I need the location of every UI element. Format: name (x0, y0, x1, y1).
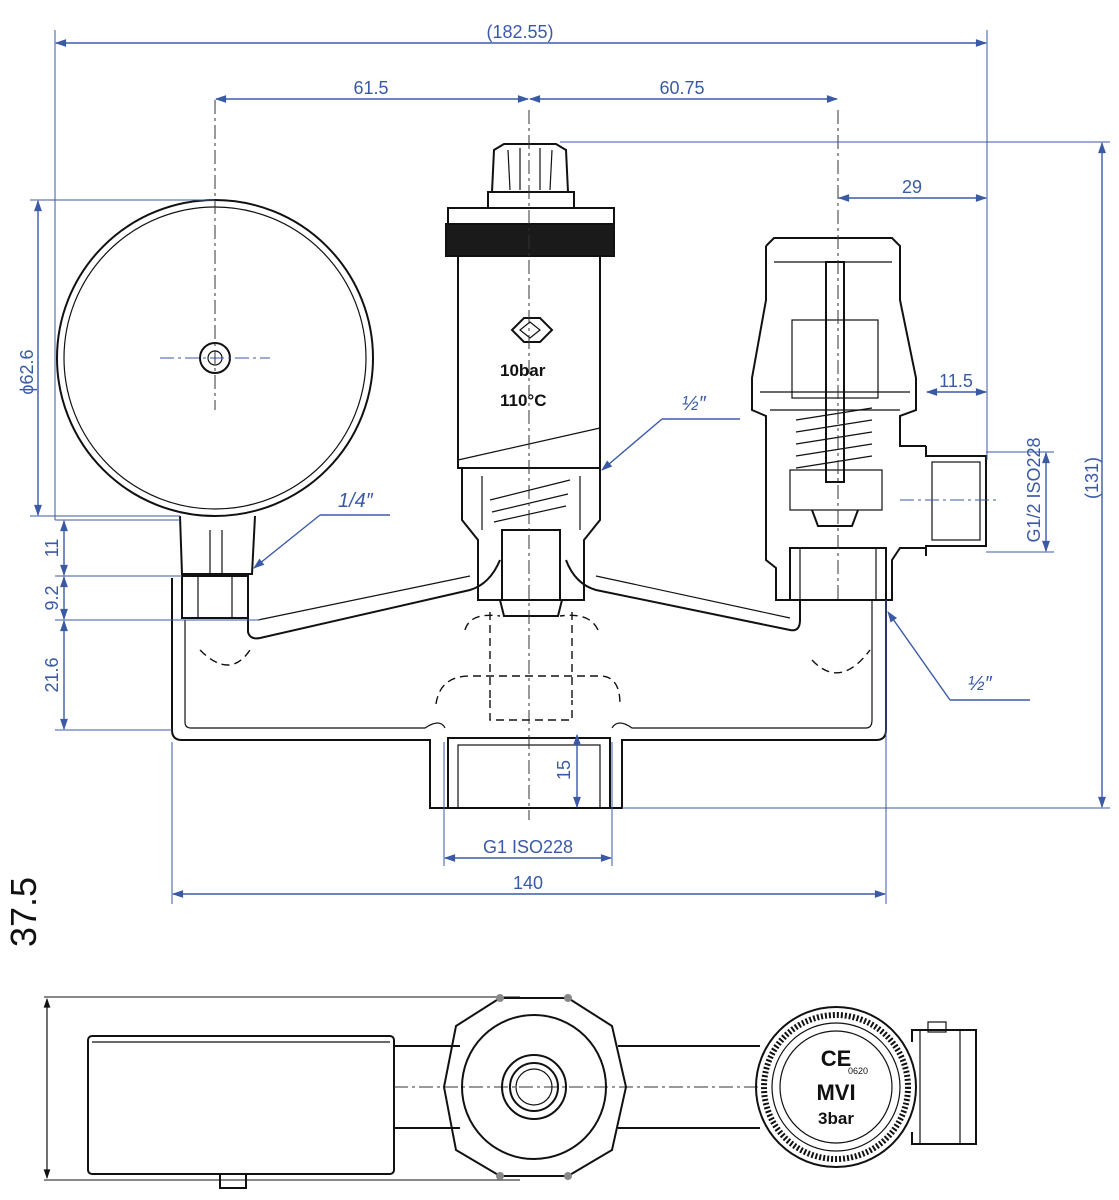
dim-overall-width: (182.55) (486, 22, 553, 42)
dim-9-2: 9.2 (42, 585, 62, 610)
label-thread-half-right: ½″ (968, 673, 993, 695)
svg-text:ϕ62.6: ϕ62.6 (17, 349, 37, 394)
dimensions: (182.55) 61.5 60.75 29 11.5 (131) ϕ62.6 … (17, 22, 1110, 904)
dim-right-to-outlet: 29 (902, 177, 922, 197)
safety-pressure: 3bar (818, 1109, 854, 1128)
dim-depth: 37.5 (3, 877, 44, 947)
safety-valve (751, 237, 1000, 601)
top-view: 37.5 CE 0620 MVI 3bar (3, 877, 977, 1189)
safety-brand: MVI (816, 1080, 855, 1105)
label-thread-half-top: ½″ (682, 393, 707, 415)
dim-right-offset: 60.75 (659, 78, 704, 98)
label-side-thread: G1/2 ISO228 (1024, 437, 1044, 542)
dim-21-6: 21.6 (42, 657, 62, 692)
safety-code: 0620 (848, 1066, 868, 1076)
dim-11: 11 (42, 539, 62, 558)
label-thread-quarter: 1/4″ (338, 490, 374, 512)
dim-overall-height: (131) (1082, 457, 1102, 499)
dim-outlet-face: 11.5 (939, 371, 973, 391)
safety-ce-mark: CE (821, 1046, 852, 1071)
dim-base-width: 140 (513, 873, 543, 893)
air-vent: 10bar 110°C (445, 143, 615, 617)
dim-gauge-diameter: 62.6 (17, 349, 37, 384)
phi-symbol: ϕ (17, 384, 37, 394)
dim-left-offset: 61.5 (353, 78, 388, 98)
label-bottom-thread: G1 ISO228 (483, 837, 573, 857)
vent-temperature-label: 110°C (500, 391, 547, 410)
dim-15: 15 (554, 760, 574, 780)
front-view: 10bar 110°C (56, 100, 1000, 820)
manifold-body (171, 559, 887, 809)
vent-pressure-label: 10bar (500, 361, 546, 380)
